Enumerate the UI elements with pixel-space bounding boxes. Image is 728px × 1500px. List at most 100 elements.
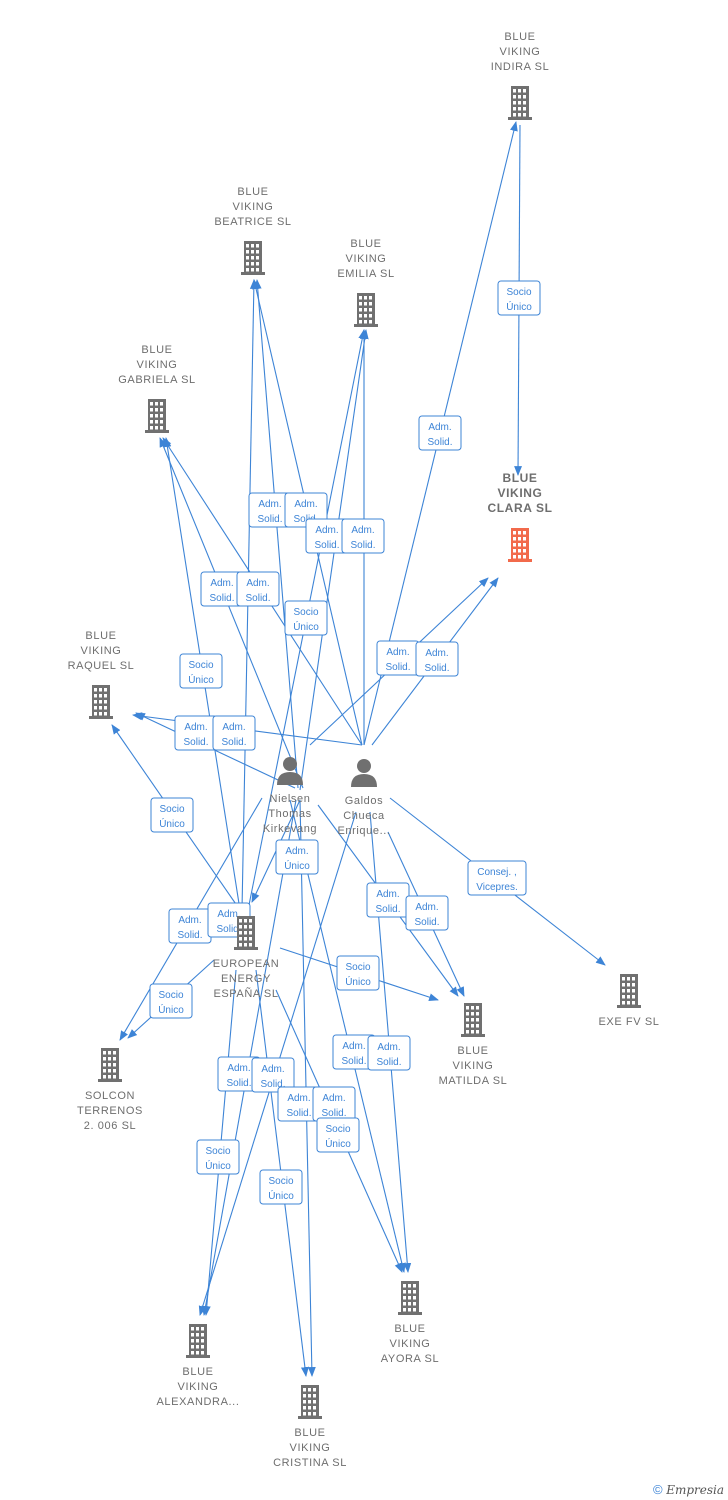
badge-box — [284, 600, 328, 636]
relation-badge[interactable]: Adm.Solid. — [418, 415, 462, 451]
building-icon — [98, 1048, 122, 1082]
badge-label: Único — [158, 1003, 184, 1016]
relation-badge[interactable]: Adm.Solid. — [405, 895, 449, 931]
badge-label: Adm. — [184, 722, 207, 733]
relation-badge[interactable]: Adm.Solid. — [312, 1086, 356, 1122]
node-label: BLUE — [182, 1366, 213, 1378]
relation-badge[interactable]: Adm.Solid. — [212, 715, 256, 751]
node-label: EMILIA SL — [337, 268, 394, 280]
building-icon — [617, 974, 641, 1008]
node-label: BLUE — [350, 238, 381, 250]
node-label: INDIRA SL — [491, 61, 550, 73]
relation-badge[interactable]: Adm. Solid. — [168, 908, 212, 944]
node-label: Galdos — [345, 795, 383, 807]
relation-badge[interactable]: Adm.Solid. — [415, 641, 459, 677]
relation-badge[interactable]: Adm.Solid. — [277, 1086, 321, 1122]
badge-label: Solid. — [209, 593, 234, 604]
badge-label: Socio — [345, 962, 370, 973]
node-label: VIKING — [498, 486, 543, 500]
node-label: BEATRICE SL — [214, 216, 291, 228]
badge-label: Socio — [268, 1176, 293, 1187]
badge-label: Adm. — [342, 1041, 365, 1052]
badge-label: Solid. — [321, 1108, 346, 1119]
relation-badge[interactable]: Adm. Solid. — [174, 715, 218, 751]
node-label: BLUE — [394, 1323, 425, 1335]
badge-label: Solid. — [183, 737, 208, 748]
badge-label: Solid. — [216, 924, 241, 935]
building-icon — [461, 1003, 485, 1037]
badge-label: Solid. — [245, 593, 270, 604]
badge-label: Solid. — [427, 437, 452, 448]
badge-box — [236, 571, 280, 607]
relation-badge[interactable]: Adm.Solid. — [367, 1035, 411, 1071]
badge-label: Socio — [293, 607, 318, 618]
node-label: BLUE — [85, 630, 116, 642]
relation-badge[interactable]: Adm.Solid. — [341, 518, 385, 554]
building-icon — [508, 528, 532, 562]
node-galdos[interactable]: GaldosChuecaEnrique... — [337, 759, 390, 837]
relation-badge[interactable]: Consej. ,Vicepres. — [467, 860, 527, 896]
badge-label: Adm. — [178, 915, 201, 926]
node-label: Nielsen — [270, 793, 311, 805]
badge-label: Adm. — [287, 1093, 310, 1104]
relation-badge[interactable]: Adm.Solid. — [251, 1057, 295, 1093]
node-label: BLUE — [294, 1427, 325, 1439]
badge-label: Solid. — [350, 540, 375, 551]
badge-label: Adm. — [258, 499, 281, 510]
badge-box — [275, 839, 319, 875]
node-label: ENERGY — [221, 973, 271, 985]
node-alexandra[interactable]: BLUEVIKINGALEXANDRA... — [156, 1324, 239, 1408]
badge-label: Solid. — [177, 930, 202, 941]
badge-label: Solid. — [341, 1056, 366, 1067]
badge-label: Solid. — [293, 514, 318, 525]
node-label: VIKING — [290, 1442, 331, 1454]
badge-box — [467, 860, 527, 896]
badge-box — [316, 1117, 360, 1153]
relation-badge[interactable]: Adm.Solid. — [376, 640, 420, 676]
relation-badge[interactable]: Adm.Único — [275, 839, 319, 875]
badge-box — [415, 641, 459, 677]
node-label: ESPAÑA SL — [213, 987, 278, 1000]
badge-box — [150, 797, 194, 833]
building-icon — [508, 86, 532, 120]
node-cristina[interactable]: BLUE VIKING CRISTINA SL — [273, 1385, 347, 1469]
relation-badge[interactable]: Adm.Solid. — [366, 882, 410, 918]
badge-label: Adm. — [415, 902, 438, 913]
relation-badge[interactable]: Adm.Solid. — [217, 1056, 261, 1092]
brand-logo-text[interactable]: Empresia — [666, 1483, 724, 1497]
badge-label: Único — [188, 673, 214, 686]
badge-label: Adm. — [294, 499, 317, 510]
node-label: 2. 006 SL — [84, 1120, 137, 1132]
node-exefv[interactable]: EXE FV SL — [598, 974, 659, 1028]
node-label: ALEXANDRA... — [156, 1396, 239, 1408]
badge-box — [367, 1035, 411, 1071]
building-icon — [186, 1324, 210, 1358]
relation-badge[interactable]: Adm.Solid. — [236, 571, 280, 607]
node-label: BLUE — [457, 1045, 488, 1057]
node-label: CRISTINA SL — [273, 1457, 347, 1469]
building-icon — [298, 1385, 322, 1419]
badge-label: Socio — [205, 1146, 230, 1157]
badge-label: Solid. — [221, 737, 246, 748]
